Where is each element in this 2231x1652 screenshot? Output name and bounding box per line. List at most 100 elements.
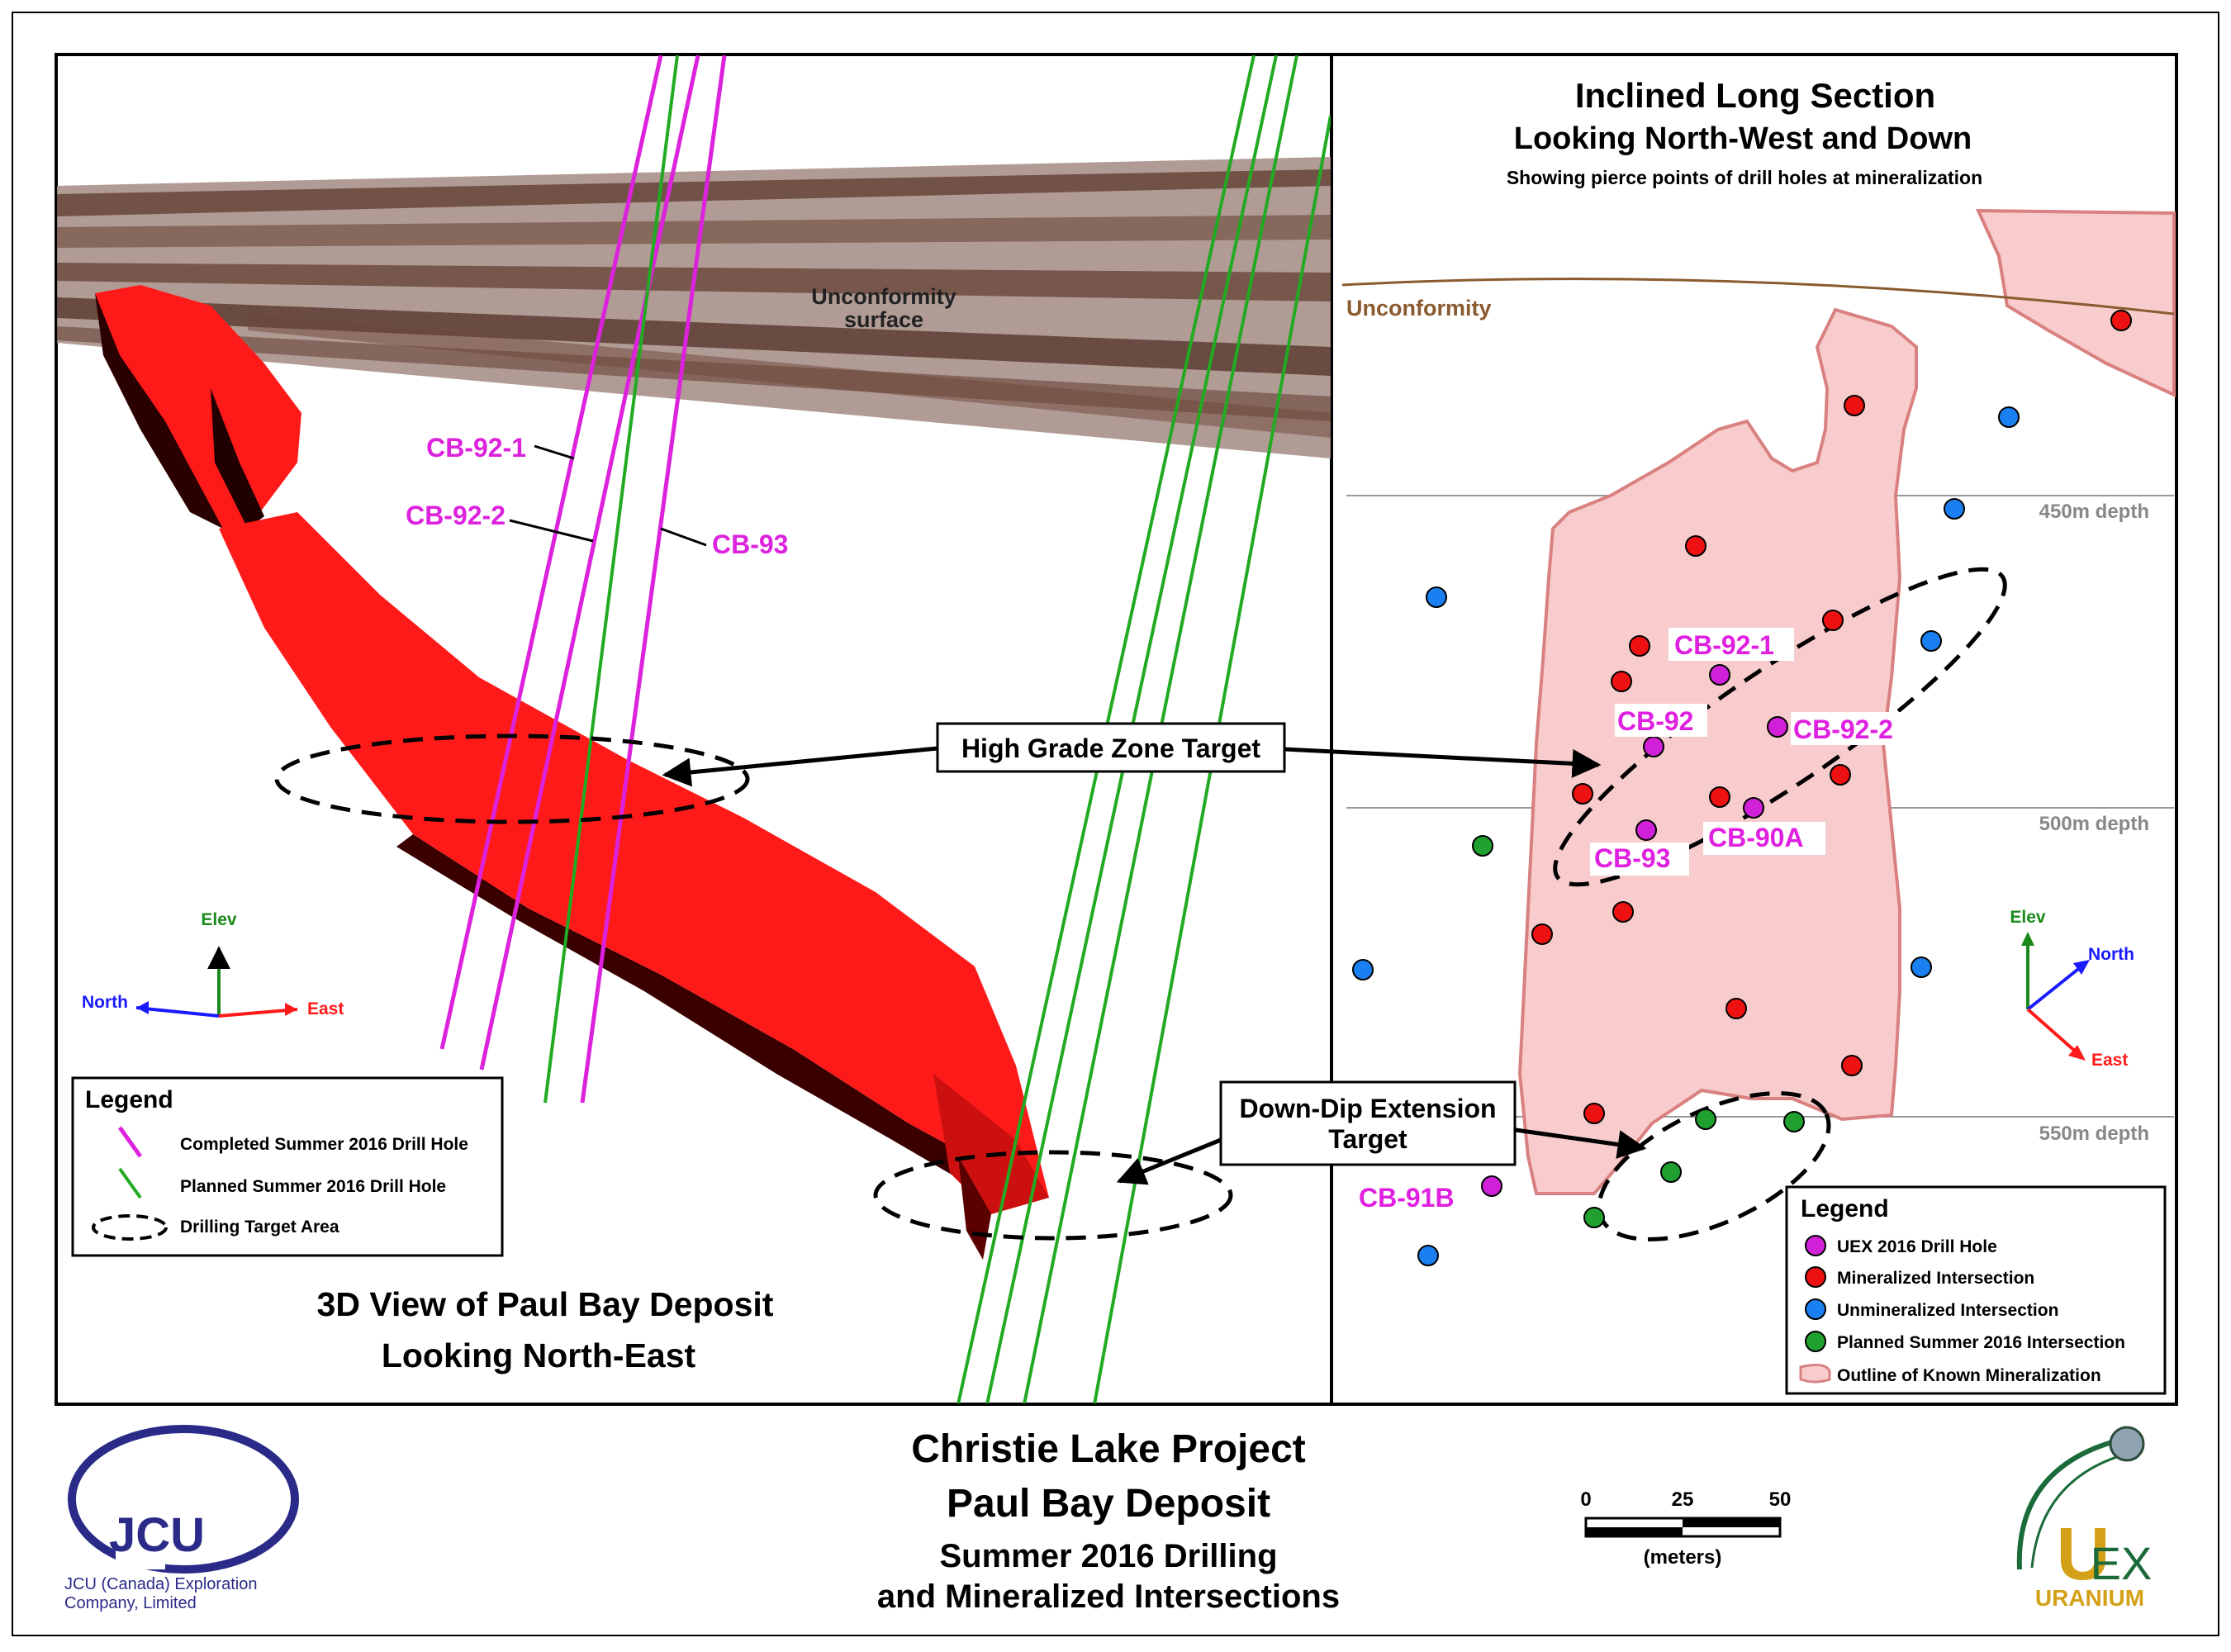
unmineralized-point — [1426, 586, 1447, 608]
legend-outline-label: Outline of Known Mineralization — [1837, 1366, 2101, 1385]
left-3d-view — [57, 55, 1331, 1403]
uex-drill-point-cb-93 — [1635, 819, 1657, 841]
section-label-cb-92-1: CB-92-1 — [1674, 630, 1774, 660]
compass-elev-label: Elev — [201, 910, 237, 929]
unmineralized-point — [1352, 959, 1374, 980]
legend-mineralized-swatch — [1805, 1266, 1826, 1288]
high-grade-arrow-right — [1284, 747, 1602, 778]
drill-hole-cb-92-2 — [479, 55, 700, 1070]
high-grade-callout: High Grade Zone Target — [662, 722, 1602, 787]
depth-label-500: 500m depth — [2039, 813, 2149, 835]
jcu-company-name-1: JCU (Canada) Exploration — [64, 1575, 257, 1593]
compass-section: Elev North East — [2010, 908, 2134, 1070]
unmineralized-point — [1920, 630, 1942, 652]
legend-planned-label: Planned Summer 2016 Intersection — [1837, 1333, 2125, 1352]
planned-hole-1 — [544, 55, 679, 1104]
mineralized-point — [1822, 610, 1844, 631]
section-label-cb-92: CB-92 — [1617, 706, 1693, 736]
completed-drill-holes — [439, 55, 727, 1104]
uex-drill-point-cb-92 — [1643, 736, 1664, 757]
legend-unmineralized-label: Unmineralized Intersection — [1837, 1301, 2058, 1320]
high-grade-section-ellipse — [1553, 567, 2007, 887]
mineralized-point — [1612, 901, 1634, 923]
jcu-logo: JCU JCU (Canada) Exploration Company, Li… — [64, 1425, 299, 1612]
mineralized-point — [1572, 783, 1593, 805]
planned-point — [1660, 1161, 1682, 1183]
deposit-body — [95, 285, 1049, 1260]
uex-logo: U EX URANIUM — [2016, 1426, 2153, 1611]
legend-completed-swatch — [117, 1126, 143, 1158]
down-dip-arrow-left — [1116, 1137, 1222, 1185]
label-cb-93: CB-93 — [712, 529, 788, 559]
section-label-cb-91b: CB-91B — [1359, 1183, 1455, 1213]
right-long-section — [1341, 208, 2176, 1266]
legend-uex-swatch — [1805, 1235, 1826, 1256]
section-label-cb-93: CB-93 — [1594, 843, 1670, 873]
unmineralized-point — [1911, 957, 1932, 978]
uex-uranium-text: URANIUM — [2035, 1585, 2144, 1611]
footer-title-1: Christie Lake Project — [911, 1427, 1306, 1471]
uex-logo-ex: EX — [2091, 1537, 2153, 1589]
leader-cb-93 — [660, 527, 707, 547]
mineralized-point — [1841, 1055, 1863, 1076]
unmineralized-point — [1998, 406, 2020, 428]
label-cb-92-2: CB-92-2 — [406, 501, 506, 530]
drill-hole-cb-93 — [580, 55, 727, 1104]
down-dip-label-1: Down-Dip Extension — [1239, 1094, 1496, 1123]
view-title-1: 3D View of Paul Bay Deposit — [317, 1285, 774, 1323]
pierce-points — [1352, 310, 2132, 1266]
compass-north-label: North — [82, 993, 128, 1012]
legend-planned-swatch — [1805, 1331, 1826, 1352]
uex-drill-point-cb-92-2 — [1767, 716, 1788, 738]
legend-section: Legend UEX 2016 Drill Hole Mineralized I… — [1785, 1185, 2167, 1395]
high-grade-arrow-left — [662, 746, 938, 787]
mineralized-point — [1531, 923, 1553, 945]
high-grade-target-ellipse — [274, 733, 750, 824]
unmineralized-point — [1417, 1245, 1439, 1266]
unconformity-surface-label-2: surface — [844, 307, 923, 332]
legend-unmineralized-swatch — [1805, 1298, 1826, 1320]
jcu-logo-text: JCU — [109, 1508, 205, 1562]
mineralized-point — [1725, 998, 1747, 1019]
depth-label-450: 450m depth — [2039, 501, 2149, 523]
unconformity-line — [1341, 278, 2175, 316]
mineralized-point — [1830, 764, 1851, 786]
scale-unit: (meters) — [1644, 1546, 1722, 1569]
legend-uex-label: UEX 2016 Drill Hole — [1837, 1237, 1997, 1256]
planned-point — [1783, 1111, 1805, 1132]
depth-label-550: 550m depth — [2039, 1123, 2149, 1145]
mineralized-point — [1583, 1103, 1605, 1124]
legend-section-title: Legend — [1801, 1195, 1889, 1222]
section-hole-labels: CB-92-1 CB-92 CB-92-2 CB-93 CB-90A CB-91… — [1359, 628, 1915, 1213]
mineralized-point — [1844, 395, 1865, 416]
scale-tick-50: 50 — [1769, 1488, 1792, 1511]
uex-logo-u: U — [2057, 1513, 2110, 1596]
legend-planned-label: Planned Summer 2016 Drill Hole — [180, 1177, 446, 1196]
uex-drill-point-cb-92-1 — [1709, 664, 1730, 686]
legend-mineralized-label: Mineralized Intersection — [1837, 1269, 2034, 1288]
leader-cb-92-2 — [509, 519, 594, 543]
mineralized-point — [1629, 635, 1650, 657]
legend-target-label: Drilling Target Area — [180, 1218, 339, 1237]
uex-drill-point-cb-90a — [1743, 797, 1764, 819]
down-dip-callout: Down-Dip Extension Target — [1116, 1080, 1647, 1185]
legend-completed-label: Completed Summer 2016 Drill Hole — [180, 1135, 468, 1154]
view-title-2: Looking North-East — [382, 1336, 696, 1374]
section-label-cb-90a: CB-90A — [1708, 823, 1804, 852]
drill-hole-cb-92-1 — [439, 55, 663, 1050]
legend-outline-swatch — [1799, 1363, 1831, 1384]
section-title-1: Inclined Long Section — [1575, 76, 1935, 115]
leader-cb-92-1 — [534, 444, 575, 460]
section-compass-east: East — [2091, 1051, 2128, 1070]
legend-3d-title: Legend — [85, 1086, 173, 1113]
legend-3d: Legend Completed Summer 2016 Drill Hole … — [71, 1076, 504, 1257]
planned-point — [1695, 1108, 1716, 1130]
label-cb-92-1: CB-92-1 — [426, 433, 526, 463]
unconformity-surface-label: Unconformity — [811, 284, 956, 309]
down-dip-label-2: Target — [1328, 1124, 1407, 1154]
down-dip-arrow-right — [1515, 1127, 1647, 1159]
outer-frame — [12, 12, 2219, 1636]
compass-3d: Elev North East — [82, 910, 344, 1018]
